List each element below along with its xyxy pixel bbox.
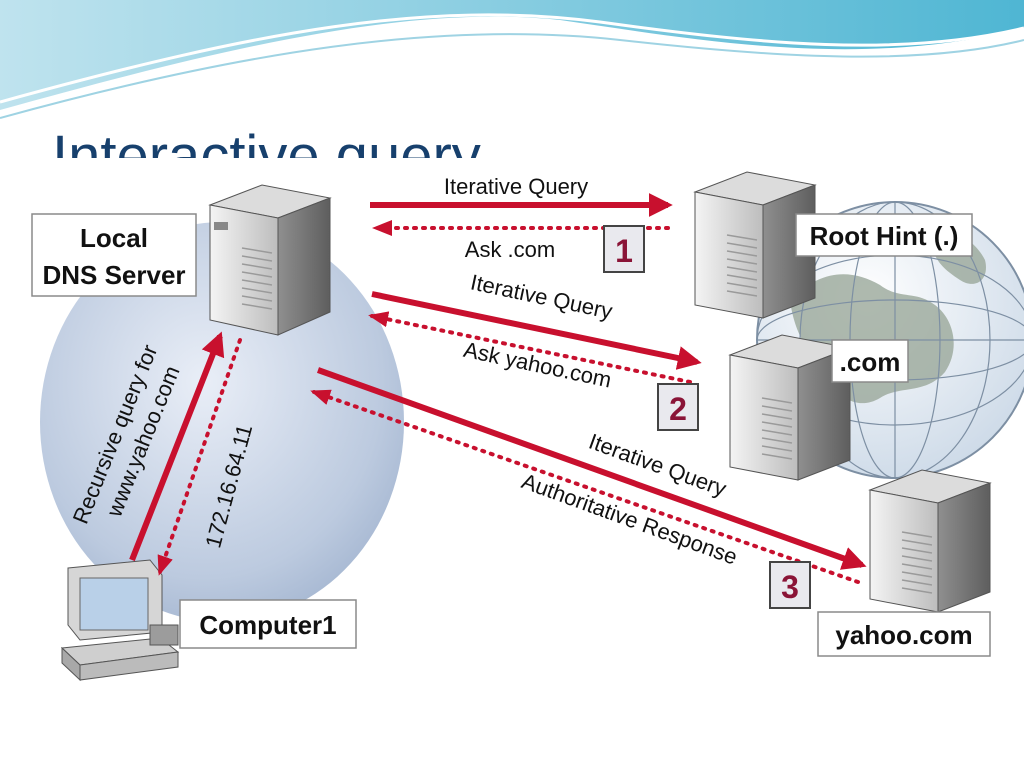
arrow-query-2 <box>371 291 702 370</box>
dot-com-server-icon <box>728 334 852 481</box>
arrow-recursive-query <box>129 331 225 562</box>
network-sphere <box>40 222 404 622</box>
step-3-number: 3 <box>781 569 799 605</box>
step-1-number: 1 <box>615 233 633 269</box>
computer-label-box: Computer1 <box>179 599 357 649</box>
step-badge-1: 1 <box>603 225 645 273</box>
root-hint-label: Root Hint (.) <box>810 221 959 251</box>
root-hint-label-box: Root Hint (.) <box>795 213 973 257</box>
response-1-label: Ask .com <box>465 237 555 262</box>
local-dns-label-line1: Local <box>80 223 148 253</box>
computer-icon <box>60 559 180 682</box>
yahoo-label-box: yahoo.com <box>817 611 991 657</box>
arrow-response-2 <box>368 311 692 384</box>
local-dns-label-line2: DNS Server <box>42 260 185 290</box>
local-dns-label-box: Local DNS Server <box>31 213 197 297</box>
header-wave <box>0 0 1024 119</box>
dot-com-label-box: .com <box>831 339 909 383</box>
local-dns-server-icon <box>208 184 332 336</box>
arrow-response-3 <box>310 389 860 584</box>
step-2-number: 2 <box>669 391 687 427</box>
yahoo-server-icon <box>868 469 992 613</box>
arrows <box>129 193 867 584</box>
computer-label: Computer1 <box>199 610 336 640</box>
step-badge-3: 3 <box>769 561 811 609</box>
arrow-query-3 <box>316 367 867 570</box>
step-badge-2: 2 <box>657 383 699 431</box>
query-1-label: Iterative Query <box>444 174 588 199</box>
root-hint-server-icon <box>693 171 817 319</box>
yahoo-label: yahoo.com <box>835 620 972 650</box>
dot-com-label: .com <box>840 347 901 377</box>
